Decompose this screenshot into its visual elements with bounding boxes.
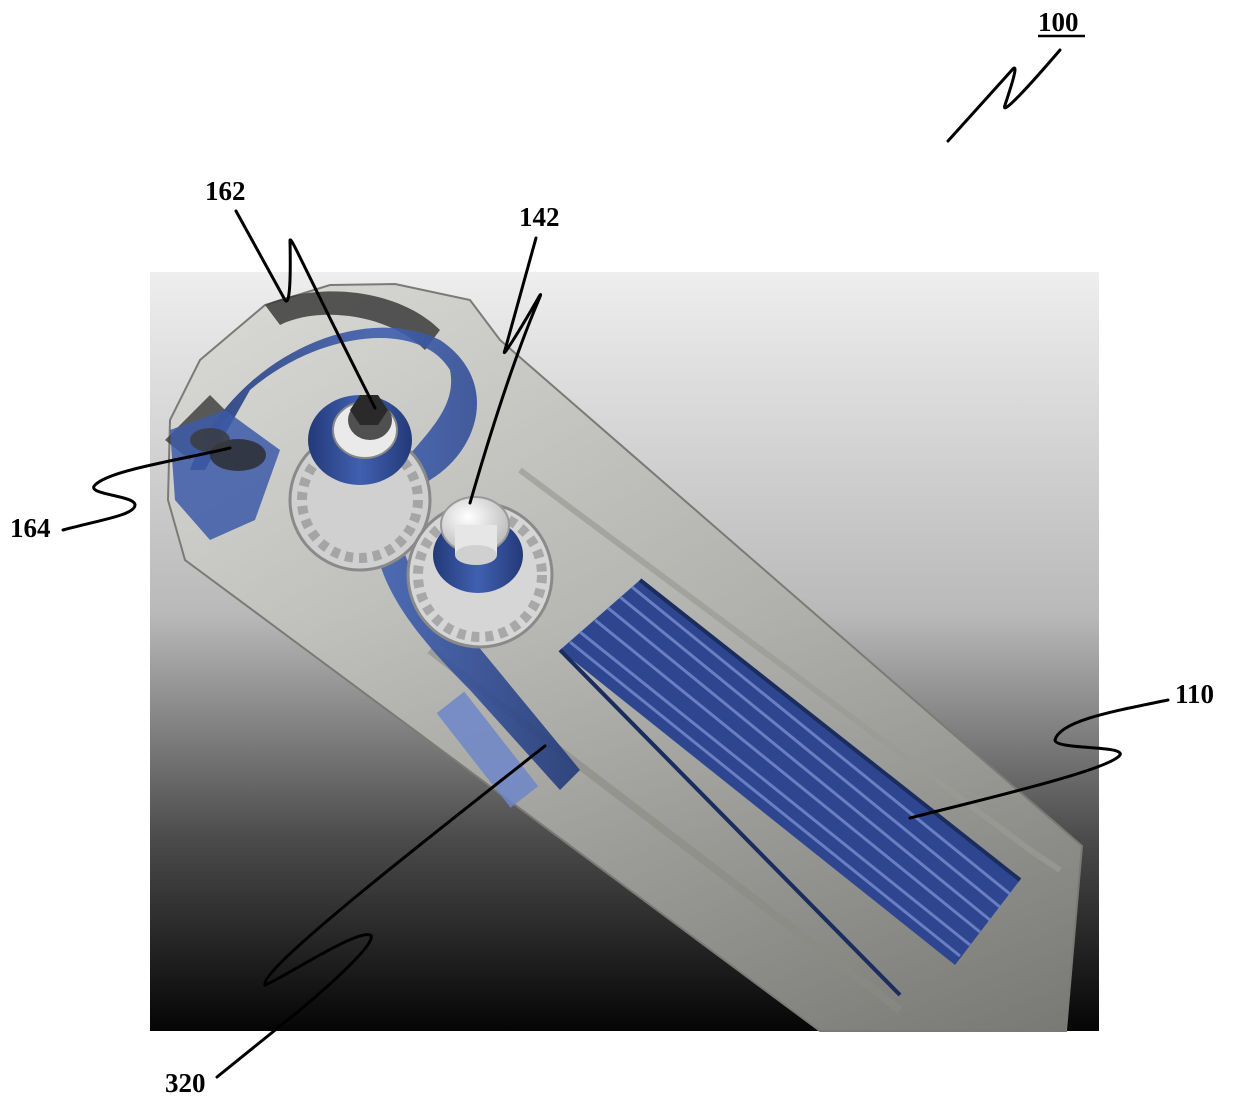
folded-stack-110 — [558, 578, 1022, 997]
leader-110 — [908, 698, 1170, 820]
leader-320 — [215, 744, 547, 1079]
ref-110-text: 110 — [1175, 679, 1214, 709]
leader-142 — [468, 236, 543, 505]
leader-100 — [946, 48, 1062, 143]
ref-142-text: 142 — [519, 202, 560, 232]
ref-label-162: 162 — [205, 176, 377, 410]
ref-320-text: 320 — [165, 1068, 206, 1098]
ref-164-text: 164 — [10, 513, 51, 543]
leader-164 — [61, 446, 232, 532]
ref-162-text: 162 — [205, 176, 246, 206]
ref-label-110: 110 — [908, 679, 1214, 820]
leader-162 — [234, 209, 377, 410]
ref-label-320: 320 — [165, 744, 547, 1098]
clamp-164 — [170, 410, 280, 540]
roller-142 — [433, 496, 523, 593]
drive-shaft-162 — [308, 395, 412, 485]
assembly-number-text: 100 — [1038, 7, 1079, 37]
ref-label-100: 100 — [946, 7, 1085, 143]
ref-label-164: 164 — [10, 446, 232, 543]
ref-label-142: 142 — [468, 202, 560, 505]
